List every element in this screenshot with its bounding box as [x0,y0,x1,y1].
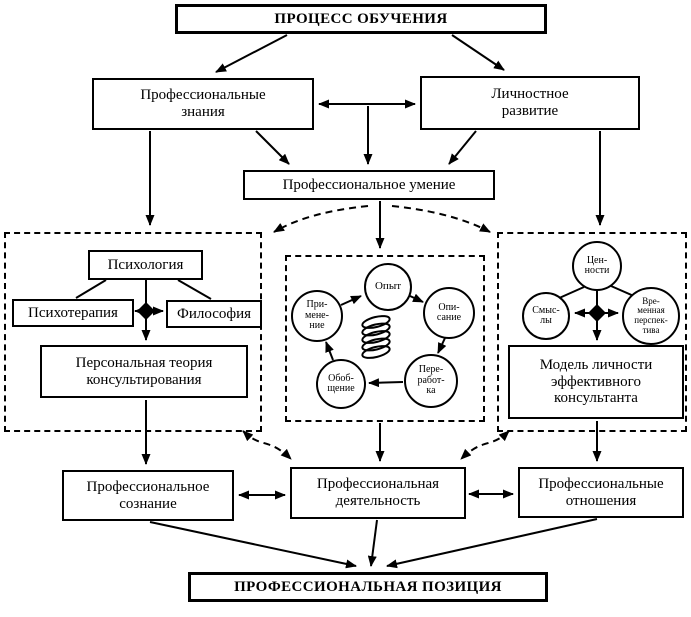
node-professional-position: ПРОФЕССИОНАЛЬНАЯ ПОЗИЦИЯ [188,572,548,602]
node-meanings-circle: Смыс- лы [522,292,570,340]
node-experience-circle: Опыт [364,263,412,311]
node-effective-consultant-model: Модель личности эффективного консультант… [508,345,684,419]
node-professional-relations: Профессиональные отношения [518,467,684,518]
node-philosophy: Философия [166,300,262,328]
node-professional-consciousness: Профессиональное сознание [62,470,234,521]
node-description-circle: Опи- сание [423,287,475,339]
node-professional-knowledge: Профессиональные знания [92,78,314,130]
double-arrows [238,99,514,500]
diamond-connector-right [588,304,606,322]
frame-personality-model [497,232,687,432]
node-values-circle: Цен- ности [572,241,622,291]
node-personal-development: Личностное развитие [420,76,640,130]
spiral-icon [361,315,391,359]
node-psychotherapy: Психотерапия [12,299,134,327]
cycle-arrows [325,293,447,388]
node-application-circle: При- мене- ние [291,290,343,342]
node-process: ПРОЦЕСС ОБУЧЕНИЯ [175,4,547,34]
diamond-connector-left [137,302,155,320]
node-professional-activity: Профессиональная деятельность [290,467,466,519]
connector-lines [75,279,637,307]
node-processing-circle: Пере- работ- ка [404,354,458,408]
node-time-perspective-circle: Вре- менная перспек- тива [622,287,680,345]
dashed-arrows [242,205,510,460]
node-professional-skill: Профессиональное умение [243,170,495,200]
frame-theory-group [4,232,262,432]
frame-experience-cycle [285,255,485,422]
node-generalization-circle: Обоб- щение [316,359,366,409]
node-psychology: Психология [88,250,203,280]
node-personal-theory: Персональная теория консультирования [40,345,248,398]
